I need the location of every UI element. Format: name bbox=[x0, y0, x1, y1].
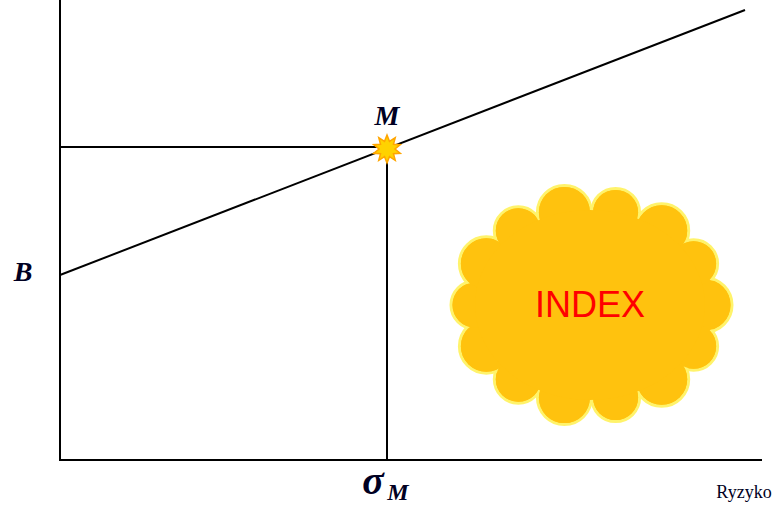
cloud-label: INDEX bbox=[535, 285, 645, 325]
y-axis bbox=[59, 0, 61, 461]
market-portfolio-star bbox=[374, 135, 401, 163]
axis-title: Ryzyko bbox=[716, 482, 771, 503]
return-guide bbox=[60, 146, 387, 148]
sigma-subscript: M bbox=[387, 479, 408, 506]
index-cloud: INDEX bbox=[445, 180, 735, 430]
point-label: M bbox=[375, 100, 400, 132]
sigma-symbol: σ bbox=[362, 457, 384, 504]
intercept-label: B bbox=[14, 256, 33, 288]
risk-guide bbox=[386, 147, 388, 460]
x-axis bbox=[59, 459, 762, 461]
